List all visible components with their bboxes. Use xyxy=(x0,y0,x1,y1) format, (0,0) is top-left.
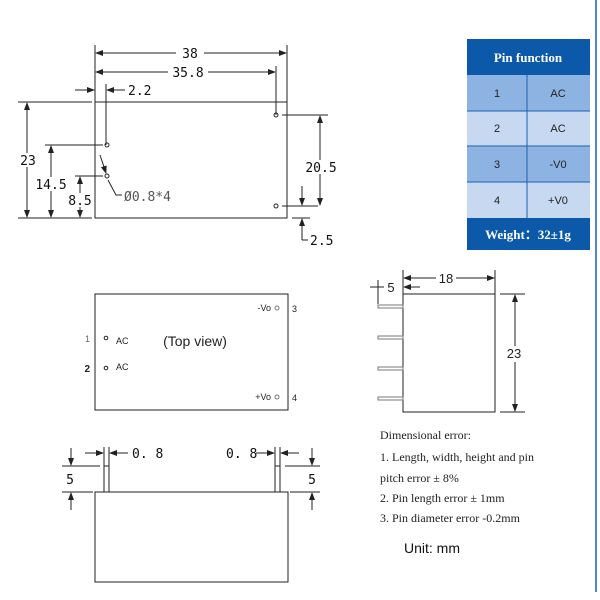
table-pin: 1 xyxy=(494,88,500,100)
table-function: AC xyxy=(550,88,565,100)
table-function: AC xyxy=(550,123,565,135)
side-view-drawing: 18 5 23 xyxy=(370,270,526,413)
dim-side-width: 18 xyxy=(439,271,453,286)
note-item: pitch error ± 8% xyxy=(380,471,459,485)
dimensional-error-notes: Dimensional error: 1. Length, width, hei… xyxy=(380,428,534,556)
dim-right-span: 20.5 xyxy=(305,161,336,176)
dim-pin-width-right: 0. 8 xyxy=(226,447,257,462)
module-outline xyxy=(94,101,288,219)
top-dimension-drawing: 38 35.8 2.2 23 14.5 8.5 Ø0.8*4 20.5 xyxy=(18,45,338,249)
dim-pin-length-left: 5 xyxy=(66,473,74,488)
pin-number: 4 xyxy=(292,393,297,403)
top-view-caption: (Top view) xyxy=(163,333,227,349)
table-function: -V0 xyxy=(549,159,566,171)
front-view-drawing: 0. 8 0. 8 5 5 xyxy=(62,447,320,583)
dim-pin2-height: 8.5 xyxy=(68,194,91,209)
note-item: 2. Pin length error ± 1mm xyxy=(380,491,505,505)
dim-right-offset: 2.5 xyxy=(310,234,333,249)
unit-label: Unit: mm xyxy=(404,540,460,556)
table-function: +V0 xyxy=(548,195,568,207)
top-view-drawing: 1 AC 2 AC (Top view) -Vo 3 +Vo 4 xyxy=(84,293,297,411)
note-item: 3. Pin diameter error -0.2mm xyxy=(380,511,521,525)
dim-pin1-height: 14.5 xyxy=(35,178,66,193)
table-title: Pin function xyxy=(494,50,563,65)
pin-label: -Vo xyxy=(257,303,271,313)
dim-side-height: 23 xyxy=(507,346,521,361)
table-pin: 3 xyxy=(494,159,500,171)
dim-pin-length-right: 5 xyxy=(308,473,316,488)
pin-label: AC xyxy=(116,362,129,372)
dim-pin-span: 35.8 xyxy=(172,66,203,81)
pin-function-table: Pin function 1 AC 2 AC 3 -V0 4 +V0 Weigh… xyxy=(467,39,590,250)
note-item: 1. Length, width, height and pin xyxy=(380,450,534,464)
table-weight: Weight：32±1g xyxy=(485,227,571,242)
pin-number: 2 xyxy=(84,364,90,375)
pin-label: AC xyxy=(116,336,129,346)
dim-length: 38 xyxy=(182,47,198,62)
dim-height: 23 xyxy=(20,154,36,169)
notes-title: Dimensional error: xyxy=(380,428,471,442)
pin-label: +Vo xyxy=(255,392,271,402)
dim-pin-width-left: 0. 8 xyxy=(132,447,163,462)
table-pin: 4 xyxy=(494,195,500,207)
table-pin: 2 xyxy=(494,123,500,135)
pin-number: 1 xyxy=(85,334,90,344)
pin-number: 3 xyxy=(292,304,297,314)
dim-pin-offset: 2.2 xyxy=(128,84,151,99)
pin-diameter-note: Ø0.8*4 xyxy=(124,190,171,205)
dim-side-pin-length: 5 xyxy=(387,280,394,295)
